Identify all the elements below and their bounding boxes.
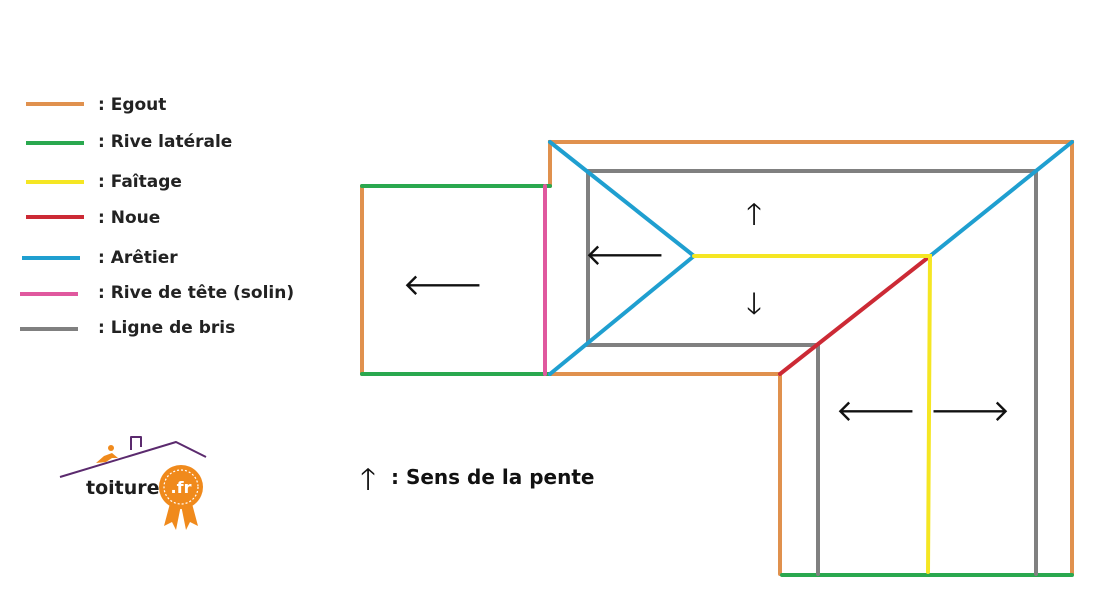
caption-arrow-up-icon: 🡑 [360,462,376,497]
legend-label-egout: : Egout [98,95,166,115]
slope-arrow-right-icon: 🡒 [930,394,1010,429]
slope-caption: 🡑 : Sens de la pente [360,462,594,497]
noue-line [778,254,932,376]
legend-label-aretier: : Arêtier [98,248,178,268]
roofer-figure-icon [96,445,118,463]
legend-item-rive-de-tete: : Rive de tête (solin) [20,283,294,303]
legend-item-noue: : Noue [26,208,160,228]
faitage-line [692,254,933,574]
slope-arrow-down-icon: 🡓 [746,287,762,322]
rive-laterale-lines [360,184,1074,577]
aretier-lines [548,140,1074,376]
slope-arrow-left-icon: 🡐 [585,238,665,273]
legend-label-noue: : Noue [98,208,160,228]
roof-plan [360,140,1074,577]
legend-label-rive-laterale: : Rive latérale [98,132,232,152]
slope-arrow-left-icon: 🡐 [403,268,483,303]
legend-item-aretier: : Arêtier [22,248,178,268]
legend-item-egout: : Egout [26,95,166,115]
logo-ribbon-icon [159,465,203,530]
logo-roof-icon [59,436,207,478]
egout-outer-edge [548,140,1074,576]
legend-item-ligne-de-bris: : Ligne de bris [20,318,235,338]
caption-text: : Sens de la pente [391,465,594,489]
slope-arrows: 🡐 🡐 🡑 🡓 🡐 🡒 [403,197,1010,429]
aretier-bottom-left [548,254,696,376]
legend: : Egout : Rive latérale : Faîtage : Noue… [20,95,294,338]
logo-badge-text: .fr [171,478,192,497]
logo: toiture .fr [59,436,207,530]
logo-wordmark: toiture [86,477,160,499]
legend-label-rive-de-tete: : Rive de tête (solin) [98,283,294,303]
ligne-de-bris-path [586,169,1038,576]
legend-item-rive-laterale: : Rive latérale [26,132,232,152]
legend-label-faitage: : Faîtage [98,172,182,192]
egout-lines [360,140,1074,576]
ligne-de-bris-lines [586,169,1038,576]
aretier-top-right [928,140,1074,258]
aretier-top-left [548,140,696,258]
slope-arrow-up-icon: 🡑 [746,197,762,232]
legend-label-ligne-de-bris: : Ligne de bris [98,318,235,338]
legend-item-faitage: : Faîtage [26,172,182,192]
slope-arrow-left-icon: 🡐 [836,394,916,429]
